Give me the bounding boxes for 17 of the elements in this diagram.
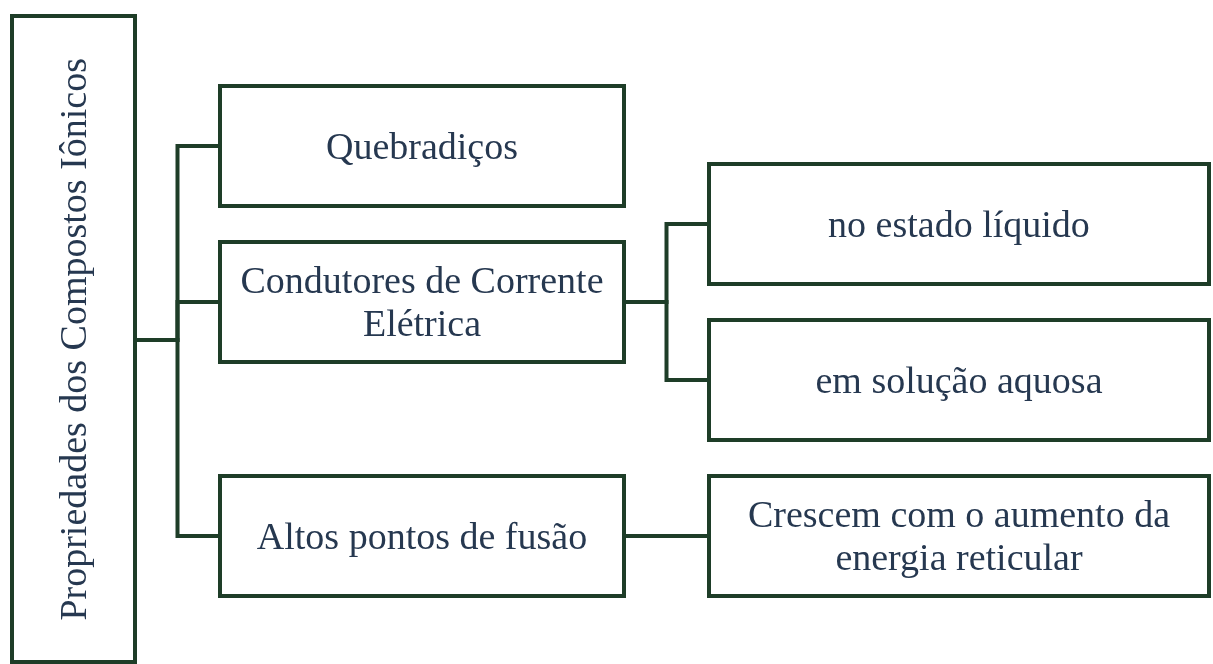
box-text: Quebradiços xyxy=(325,124,518,168)
box-text: no estado líquido xyxy=(828,202,1090,246)
title-text: Propriedades dos Compostos Iônicos xyxy=(52,57,95,621)
property-box xyxy=(707,318,1211,442)
box-text: em solução aquosa xyxy=(815,358,1103,402)
property-box xyxy=(218,474,626,598)
property-box xyxy=(707,474,1211,598)
title-box xyxy=(10,14,137,664)
box-text: Condutores de Corrente Elétrica xyxy=(239,259,605,345)
property-box xyxy=(218,84,626,208)
connector-line xyxy=(626,300,707,382)
box-text: Crescem com o aumento da energia reticular xyxy=(746,493,1172,579)
connector-line xyxy=(137,338,218,538)
property-box xyxy=(707,162,1211,286)
box-text: Altos pontos de fusão xyxy=(256,514,588,558)
connector-line xyxy=(626,534,707,538)
property-box xyxy=(218,240,626,364)
